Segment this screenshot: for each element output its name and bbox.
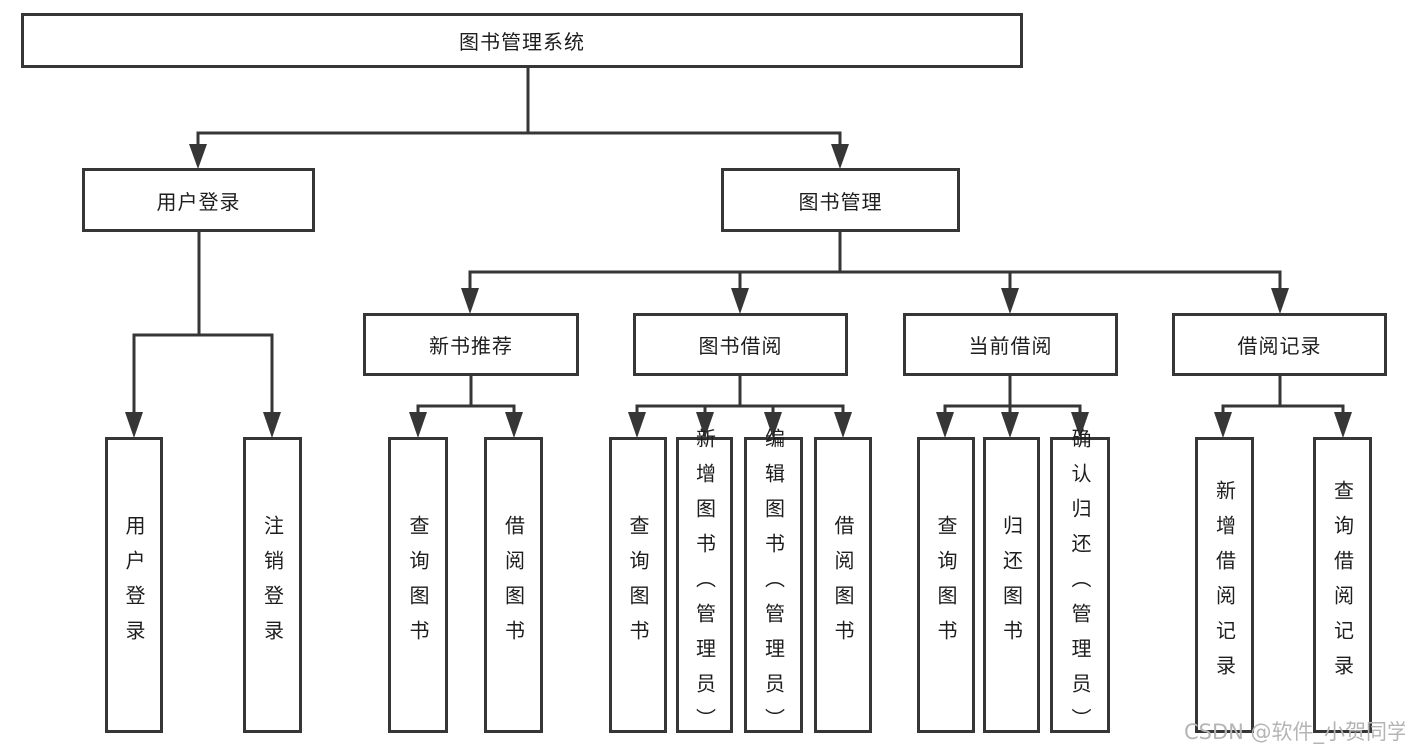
- leaf-current-query-book: 查询图书: [917, 437, 975, 733]
- leaf-label: 归还图书: [999, 515, 1024, 655]
- node-current-borrow: 当前借阅: [903, 313, 1118, 376]
- leaf-label: 查询图书: [934, 515, 958, 655]
- leaf-recommend-query-book: 查询图书: [388, 437, 448, 733]
- leaf-add-book-admin: 新增图书（管理员）: [676, 428, 733, 743]
- connector-book-borrow-children: [628, 376, 852, 438]
- node-label: 当前借阅: [968, 334, 1053, 358]
- connector-current-borrow-children: [936, 376, 1089, 438]
- leaf-label: 查询图书: [406, 515, 430, 655]
- node-label: 图书管理: [798, 189, 883, 214]
- node-label: 图书管理系统: [459, 30, 585, 54]
- leaf-label: 新增图书（管理员）: [692, 427, 717, 743]
- leaf-confirm-return-admin: 确认归还（管理员）: [1050, 428, 1110, 743]
- leaf-label: 新增借阅记录: [1212, 480, 1237, 690]
- node-label: 新书推荐: [429, 334, 513, 358]
- csdn-watermark: CSDN @软件_小贺同学: [1184, 720, 1405, 744]
- leaf-label: 查询图书: [626, 515, 650, 655]
- connector-root-to-level2: [189, 68, 849, 169]
- leaf-recommend-borrow-book: 借阅图书: [484, 437, 543, 733]
- node-library-system: 图书管理系统: [21, 13, 1023, 68]
- leaf-label: 查询借阅记录: [1330, 480, 1355, 690]
- leaf-edit-book-admin: 编辑图书（管理员）: [744, 428, 803, 743]
- leaf-label: 借阅图书: [831, 515, 855, 655]
- leaf-label: 用户登录: [122, 515, 146, 655]
- node-label: 图书借阅: [698, 334, 783, 358]
- leaf-label: 编辑图书（管理员）: [761, 427, 786, 743]
- node-book-borrow: 图书借阅: [633, 313, 848, 376]
- node-borrow-records: 借阅记录: [1172, 313, 1387, 376]
- node-label: 用户登录: [156, 189, 241, 214]
- leaf-return-book: 归还图书: [983, 437, 1040, 733]
- node-new-book-recommend: 新书推荐: [363, 313, 579, 376]
- leaf-query-borrow-record: 查询借阅记录: [1313, 437, 1372, 733]
- leaf-label: 借阅图书: [501, 515, 526, 655]
- leaf-borrow-book: 借阅图书: [814, 437, 872, 733]
- leaf-add-borrow-record: 新增借阅记录: [1195, 437, 1254, 733]
- connector-book-management-children: [461, 232, 1289, 314]
- node-book-management: 图书管理: [721, 168, 960, 232]
- connector-user-login-children: [125, 232, 281, 438]
- connector-new-book-children: [409, 376, 523, 438]
- leaf-user-login: 用户登录: [105, 437, 163, 733]
- connector-borrow-record-children: [1214, 376, 1352, 438]
- node-user-login: 用户登录: [82, 168, 315, 232]
- leaf-label: 注销登录: [260, 515, 285, 655]
- node-label: 借阅记录: [1237, 334, 1322, 358]
- leaf-logout-login: 注销登录: [243, 437, 302, 733]
- leaf-borrow-query-book: 查询图书: [609, 437, 667, 733]
- leaf-label: 确认归还（管理员）: [1068, 427, 1092, 743]
